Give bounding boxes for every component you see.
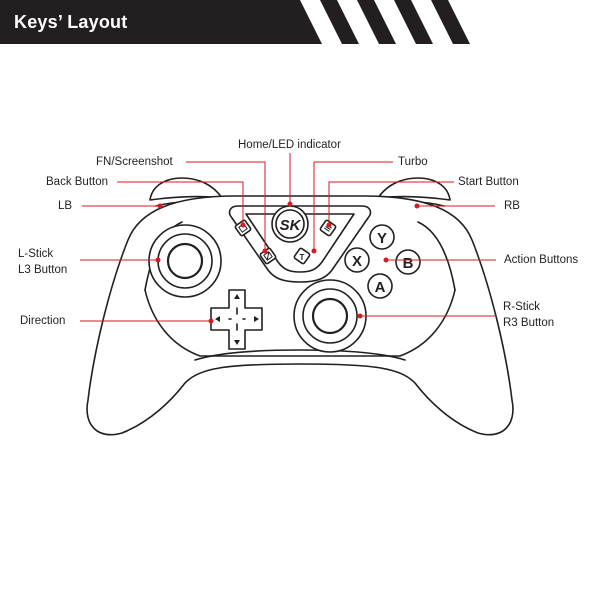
left-stick-well <box>148 224 222 298</box>
x-button-label: X <box>352 253 362 270</box>
leader-dot <box>383 257 389 263</box>
lb-bumper[interactable] <box>149 177 223 201</box>
right-stick-ring <box>302 288 358 344</box>
leader-dot <box>262 248 268 254</box>
header-background <box>0 0 322 44</box>
d-pad-left-arrow <box>215 316 220 322</box>
page-title: Keys’ Layout <box>14 12 128 32</box>
right-stick[interactable] <box>311 297 349 335</box>
header-bar <box>0 0 470 44</box>
label-action-buttons: Action Buttons <box>504 254 579 266</box>
label-turbo: Turbo <box>398 156 428 168</box>
turbo-button[interactable] <box>293 247 311 265</box>
home-button-ring <box>275 209 305 239</box>
b-button-label: B <box>403 255 414 272</box>
label-l-stick: L-Stick <box>18 248 54 260</box>
label-lb: LB <box>58 200 73 212</box>
leader-dot <box>208 318 214 324</box>
leader-dot <box>155 257 161 263</box>
home-logo: SK <box>280 217 302 234</box>
label-start-button: Start Button <box>458 176 519 188</box>
label-rb: RB <box>504 200 520 212</box>
leader-dot <box>240 222 246 228</box>
x-button[interactable] <box>344 247 370 273</box>
label-home-led: Home/LED indicator <box>238 139 341 151</box>
leader-fn-screenshot <box>186 161 266 251</box>
lower-ridge <box>194 349 406 361</box>
leader-dot <box>357 313 363 319</box>
rb-bumper[interactable] <box>377 177 451 201</box>
leader-turbo <box>313 161 393 251</box>
header-stripe <box>320 0 359 44</box>
leader-start-button <box>328 181 454 225</box>
grip-contour-left <box>144 289 456 357</box>
leader-dot <box>157 203 163 209</box>
fn-screenshot-glyph <box>263 251 273 261</box>
label-l3-button: L3 Button <box>18 264 68 276</box>
back-button[interactable] <box>234 219 252 237</box>
header-stripe <box>357 0 396 44</box>
center-faceplate <box>228 205 372 283</box>
leader-dot <box>414 203 420 209</box>
left-stick[interactable] <box>166 242 204 280</box>
label-direction: Direction <box>20 315 66 327</box>
label-back-button: Back Button <box>46 176 109 188</box>
right-stick-well <box>293 279 367 353</box>
turbo-glyph: T <box>300 253 305 262</box>
d-pad-down-arrow <box>234 340 240 345</box>
b-button[interactable] <box>395 249 421 275</box>
header-stripe <box>394 0 433 44</box>
a-button-label: A <box>375 279 386 296</box>
leader-dot <box>311 248 317 254</box>
center-faceplate-inner <box>245 213 355 273</box>
y-button-label: Y <box>377 230 387 247</box>
label-r-stick: R-Stick <box>503 301 541 313</box>
a-button[interactable] <box>367 273 393 299</box>
d-pad-right-arrow <box>254 316 259 322</box>
d-pad-up-arrow <box>234 294 240 299</box>
d-pad[interactable] <box>210 289 263 350</box>
label-r3-button: R3 Button <box>503 317 555 329</box>
label-fn-screenshot: FN/Screenshot <box>96 156 173 168</box>
leader-back-button <box>117 181 244 225</box>
leader-dot <box>287 201 293 207</box>
leader-dot <box>326 222 332 228</box>
y-button[interactable] <box>369 224 395 250</box>
d-pad-divider <box>228 307 246 331</box>
header-stripe <box>431 0 470 44</box>
